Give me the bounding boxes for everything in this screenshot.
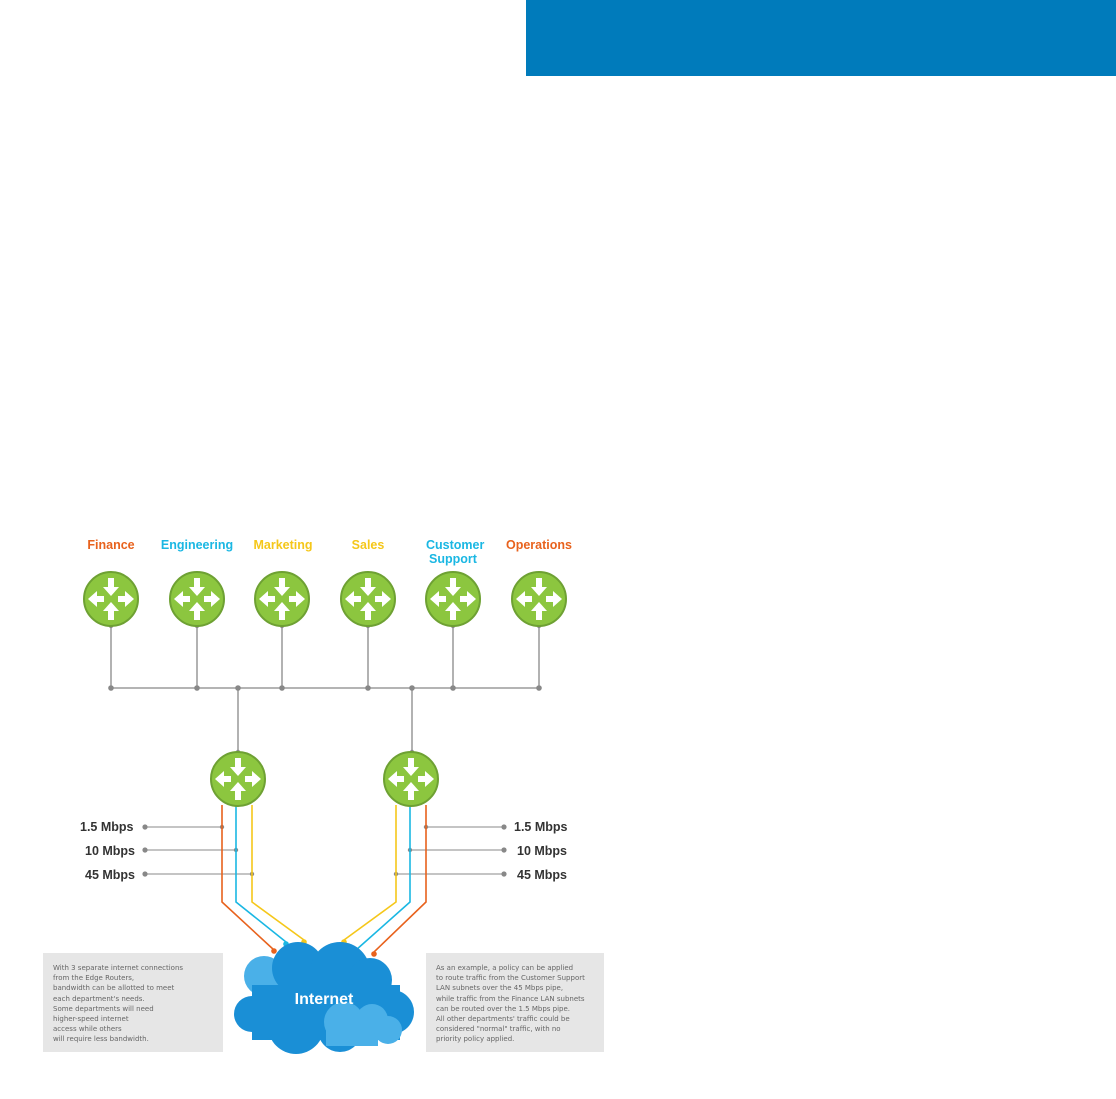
note-right-line: while traffic from the Finance LAN subne… bbox=[436, 994, 585, 1003]
dept-label-finance: Finance bbox=[87, 538, 135, 552]
router-engineering bbox=[169, 571, 225, 627]
note-left-line: from the Edge Routers, bbox=[53, 974, 135, 983]
note-left-line: With 3 separate internet connections bbox=[53, 964, 184, 972]
note-right-line: All other departments' traffic could be bbox=[436, 1015, 570, 1024]
router-operations bbox=[511, 571, 567, 627]
note-right-line: to route traffic from the Customer Suppo… bbox=[436, 974, 585, 983]
note-left-line: will require less bandwidth. bbox=[53, 1035, 149, 1044]
bw-right-1-5: 1.5 Mbps bbox=[514, 820, 568, 834]
note-left-line: higher-speed internet bbox=[53, 1015, 129, 1024]
note-left-line: bandwidth can be allotted to meet bbox=[53, 984, 175, 993]
router-finance bbox=[83, 571, 139, 627]
bandwidth-leader-dots bbox=[142, 824, 507, 877]
edge-router-right bbox=[383, 751, 439, 807]
note-box-right-bg bbox=[426, 953, 604, 1052]
note-right-line: As an example, a policy can be applied bbox=[436, 964, 574, 972]
note-right-line: can be routed over the 1.5 Mbps pipe. bbox=[436, 1004, 571, 1013]
bw-right-10: 10 Mbps bbox=[517, 844, 568, 858]
dept-label-engineering: Engineering bbox=[160, 538, 234, 552]
note-left-line: access while others bbox=[53, 1025, 122, 1034]
note-box-left-bg bbox=[43, 953, 223, 1052]
note-left-line: Some departments will need bbox=[53, 1004, 154, 1013]
bw-left-10: 10 Mbps bbox=[85, 844, 136, 858]
dept-label-customer-support: Customer Support bbox=[426, 538, 485, 566]
bw-left-1-5: 1.5 Mbps bbox=[80, 820, 134, 834]
note-right-line: considered "normal" traffic, with no bbox=[436, 1025, 561, 1034]
bw-right-45: 45 Mbps bbox=[517, 868, 568, 882]
note-right-line: priority policy applied. bbox=[436, 1035, 515, 1044]
router-marketing bbox=[254, 571, 310, 627]
uplink-lines bbox=[221, 805, 427, 953]
edge-router-left bbox=[210, 751, 266, 807]
bw-left-45: 45 Mbps bbox=[85, 868, 136, 882]
router-customer-support bbox=[425, 571, 481, 627]
bus-junction-dots bbox=[108, 623, 542, 755]
bandwidth-leader-lines bbox=[145, 826, 504, 875]
dept-connector-lines bbox=[110, 626, 540, 752]
note-right: As an example, a policy can be applied t… bbox=[426, 953, 604, 1052]
note-right-line: LAN subnets over the 45 Mbps pipe, bbox=[436, 984, 564, 993]
header-bar bbox=[526, 0, 1116, 76]
note-left: With 3 separate internet connections fro… bbox=[43, 953, 223, 1052]
router-sales bbox=[340, 571, 396, 627]
dept-label-operations: Operations bbox=[506, 538, 572, 552]
dept-label-sales: Sales bbox=[351, 538, 385, 552]
dept-label-marketing: Marketing bbox=[253, 538, 313, 552]
cloud-label: Internet bbox=[295, 991, 354, 1008]
internet-cloud-icon bbox=[234, 942, 414, 1054]
note-left-line: each department's needs. bbox=[53, 994, 145, 1003]
